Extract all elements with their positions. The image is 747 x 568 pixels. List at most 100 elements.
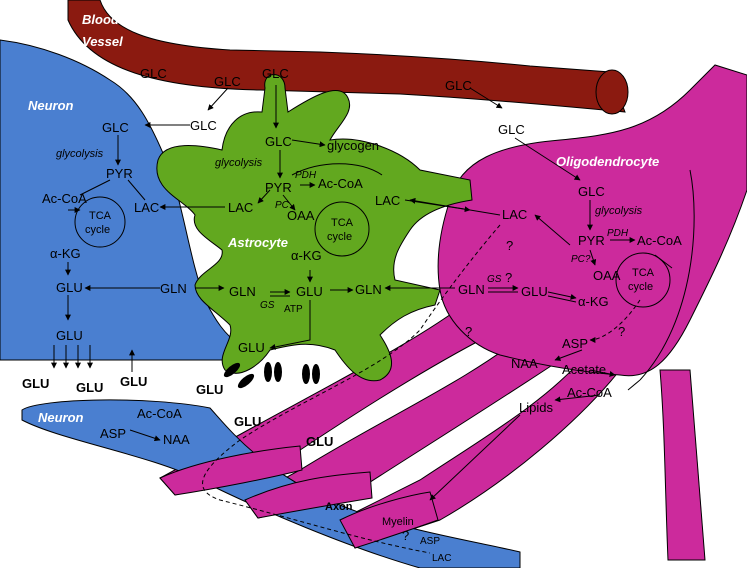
astrocyte-body xyxy=(156,74,473,382)
oligo-asp: ASP xyxy=(562,336,588,351)
astro-pyr: PYR xyxy=(265,180,292,195)
blood-vessel-label-2: Vessel xyxy=(82,34,123,49)
astro-gln-right: GLN xyxy=(355,282,382,297)
axon-asp: ASP xyxy=(420,536,440,547)
neuron-glu-out-3: GLU xyxy=(120,374,147,389)
arrows xyxy=(51,85,695,501)
oligo-acoa: Ac-CoA xyxy=(637,233,682,248)
astro-pc: PC xyxy=(275,200,290,211)
astro-lac: LAC xyxy=(228,200,253,215)
neuron-acoa: Ac-CoA xyxy=(42,191,87,206)
astro-tca-circle xyxy=(314,201,370,257)
neuron-akg: α-KG xyxy=(50,246,81,261)
axon-label: Axon xyxy=(325,501,353,513)
oligo-glycolysis: glycolysis xyxy=(595,205,643,217)
neuron2-label: Neuron xyxy=(38,410,84,425)
oligo-oaa: OAA xyxy=(593,268,621,283)
myelin-sheath-3 xyxy=(339,491,439,549)
neuron-glu-out-2: GLU xyxy=(76,380,103,395)
astro-gln: GLN xyxy=(229,284,256,299)
oligodendrocyte-body xyxy=(437,64,747,377)
oligo-q3: ? xyxy=(465,324,472,339)
neuron-glycolysis: glycolysis xyxy=(56,148,104,160)
oligo-q1: ? xyxy=(505,270,512,285)
astro-glu-out-left: GLU xyxy=(196,382,223,397)
endfoot-6 xyxy=(312,364,320,384)
oligo-process-4 xyxy=(659,369,706,561)
astro-acoa: Ac-CoA xyxy=(318,176,363,191)
oligo-naa: NAA xyxy=(511,356,538,371)
vessel-glc-b: GLC xyxy=(214,74,241,89)
oligo-lac: LAC xyxy=(502,207,527,222)
neuron-glu: GLU xyxy=(56,280,83,295)
neuron-glc: GLC xyxy=(102,120,129,135)
neuron-lac: LAC xyxy=(134,200,159,215)
oligo-acoa-2: Ac-CoA xyxy=(567,385,612,400)
text-labels: Blood Vessel Neuron Astrocyte Oligodendr… xyxy=(22,12,682,564)
vessel-glc-d: GLC xyxy=(445,78,472,93)
astro-atp: ATP xyxy=(284,304,303,315)
vessel-glc-a: GLC xyxy=(140,66,167,81)
endfoot-2 xyxy=(237,373,255,389)
oligo-tca-1: TCA xyxy=(632,267,655,279)
oligo-pc: PC? xyxy=(571,254,591,265)
vessel-tube xyxy=(67,0,626,113)
dashed-arrows xyxy=(202,224,641,554)
neuron2-acoa: Ac-CoA xyxy=(137,406,182,421)
oligo-tca-circle xyxy=(615,252,671,308)
astro-glu: GLU xyxy=(296,284,323,299)
oligo-glc: GLC xyxy=(578,184,605,199)
astro-glu-out-bottom: GLU xyxy=(234,414,261,429)
neuron-glu-out-1: GLU xyxy=(22,376,49,391)
neuron-glc-in: GLC xyxy=(190,118,217,133)
oligo-q4: ? xyxy=(618,324,625,339)
neuron-tca-1: TCA xyxy=(89,210,112,222)
astro-glu-mid: GLU xyxy=(306,434,333,449)
astro-gs: GS xyxy=(260,300,275,311)
oligo-pdh: PDH xyxy=(607,228,629,239)
oligo-lipids: Lipids xyxy=(519,400,553,415)
endfoot-4 xyxy=(274,362,282,382)
astro-gln-left: GLN xyxy=(160,281,187,296)
endfoot-5 xyxy=(302,364,310,384)
oligo-acetate: Acetate xyxy=(562,362,606,377)
neuron2-naa: NAA xyxy=(163,432,190,447)
astro-glycolysis: glycolysis xyxy=(215,157,263,169)
astro-tca-2: cycle xyxy=(327,231,352,243)
oligo-tca-2: cycle xyxy=(628,281,653,293)
astro-tca-1: TCA xyxy=(331,217,354,229)
myelin-sheath-1 xyxy=(159,445,303,496)
oligodendrocyte-label: Oligodendrocyte xyxy=(556,154,659,169)
astro-endfeet xyxy=(223,362,320,389)
neuron-pyr: PYR xyxy=(106,166,133,181)
oligo-gln: GLN xyxy=(458,282,485,297)
astro-lac-right: LAC xyxy=(375,193,400,208)
neuron-tca-2: cycle xyxy=(85,224,110,236)
oligo-pyr: PYR xyxy=(578,233,605,248)
astro-akg: α-KG xyxy=(291,248,322,263)
blood-vessel-label-1: Blood xyxy=(82,12,120,27)
axon-lac: LAC xyxy=(432,553,451,564)
oligo-gs: GS xyxy=(487,274,502,285)
oligo-glc-top: GLC xyxy=(498,122,525,137)
neuron-body xyxy=(0,39,241,361)
astro-glu-bottom: GLU xyxy=(238,340,265,355)
astro-oaa: OAA xyxy=(287,208,315,223)
astrocyte-label: Astrocyte xyxy=(227,235,288,250)
endfoot-3 xyxy=(264,362,272,382)
neuron2-asp: ASP xyxy=(100,426,126,441)
vessel-opening xyxy=(595,69,629,115)
myelin-label: Myelin xyxy=(382,516,414,528)
oligo-q2: ? xyxy=(506,238,513,253)
vessel-glc-c: GLC xyxy=(262,66,289,81)
axon-q: ? xyxy=(402,528,409,543)
myelin-sheaths xyxy=(159,445,439,549)
astro-glycogen: glycogen xyxy=(327,138,379,153)
blood-vessel xyxy=(67,0,629,115)
myelin-sheath-2 xyxy=(244,471,373,519)
oligo-glu: GLU xyxy=(521,284,548,299)
neuron-label: Neuron xyxy=(28,98,74,113)
endfoot-1 xyxy=(223,362,241,378)
